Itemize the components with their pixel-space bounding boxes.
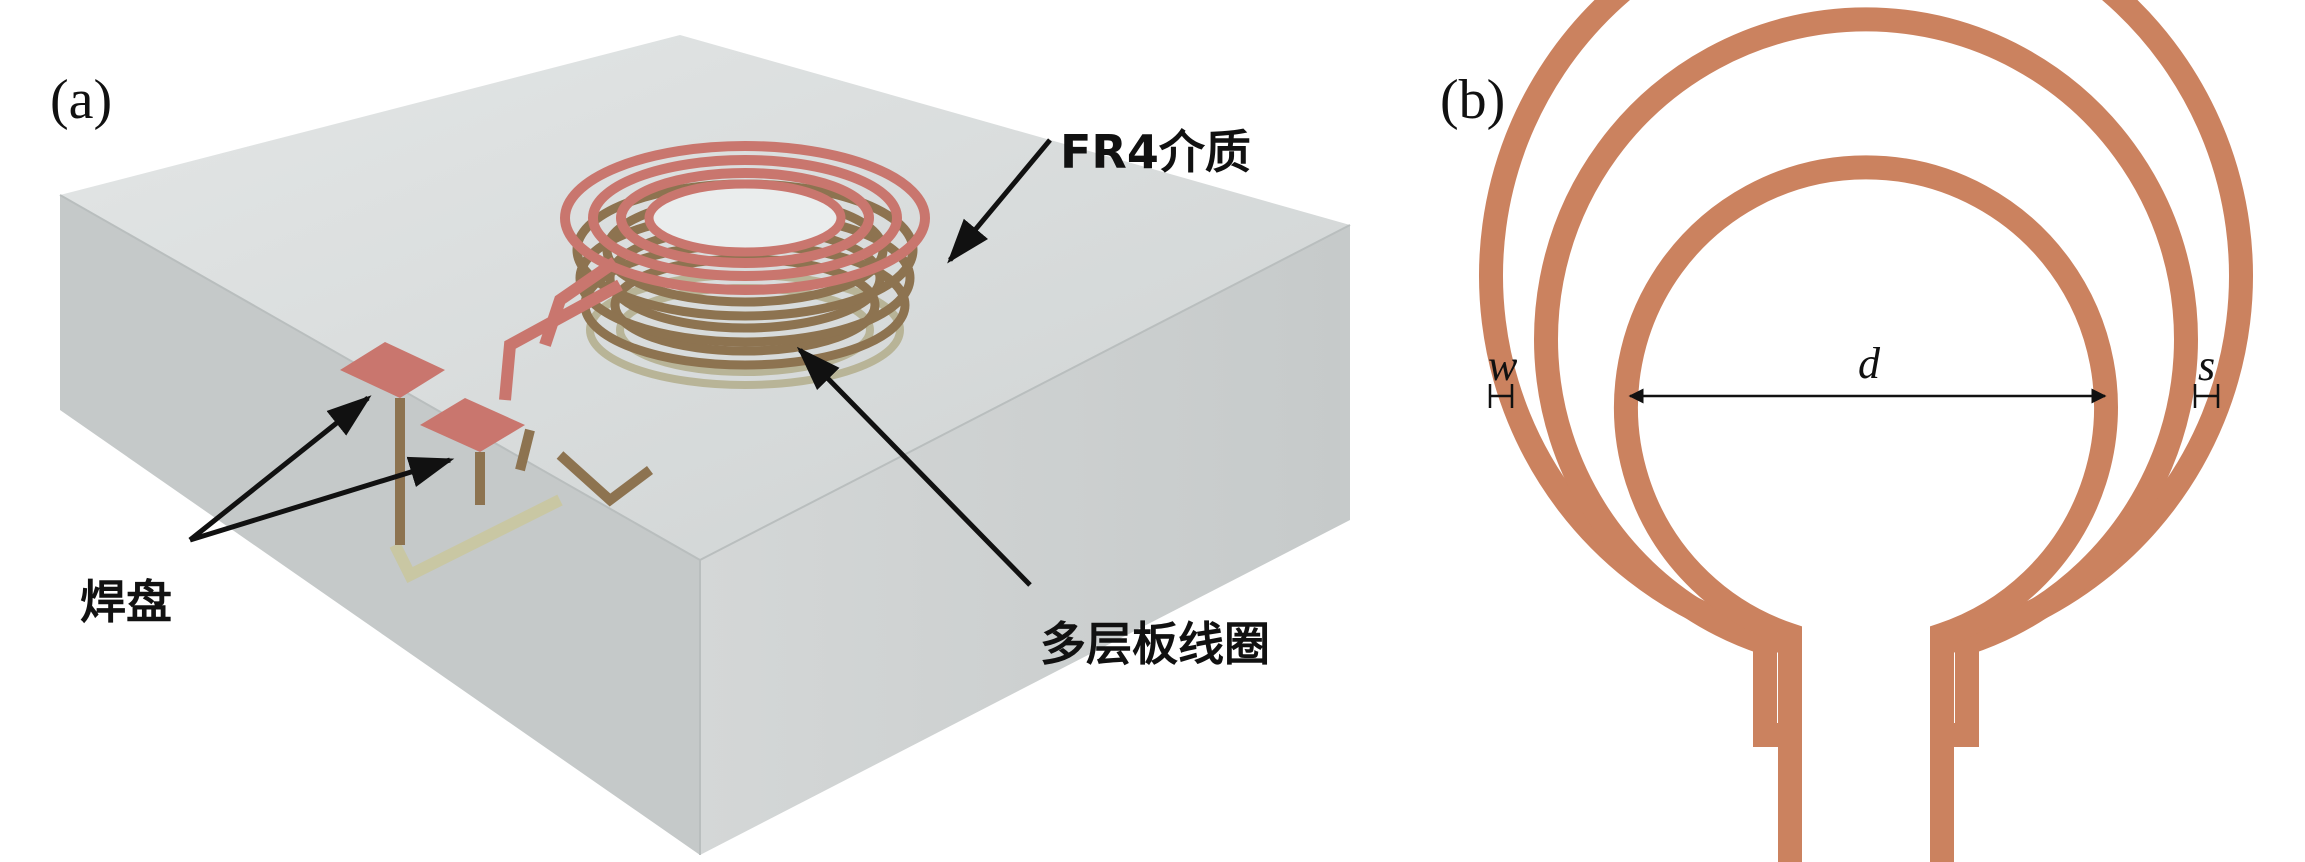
multilayer-coil-label: 多层板线圈 (1040, 617, 1270, 671)
arrow-to-pad-right (189, 456, 455, 543)
substrate-left-face (60, 195, 700, 855)
multilayer-coil (389, 141, 930, 584)
width-symbol: w (1488, 341, 1518, 390)
coil-turn-inner (1614, 155, 2118, 662)
solder-pad-label: 焊盘 (80, 575, 172, 629)
spacing-symbol: s (2198, 341, 2215, 390)
solder-pad-right (420, 398, 525, 452)
panel-a-label: (a) (50, 69, 112, 131)
coil-turn-middle (1534, 7, 2198, 747)
panel-b-label: (b) (1440, 69, 1505, 131)
substrate-right-face (700, 225, 1350, 855)
fr4-substrate-label: FR4介质 (1060, 125, 1251, 179)
coil-turn-outer (1479, 0, 2253, 862)
arrow-to-substrate (947, 138, 1052, 264)
arrow-to-pad-left (188, 395, 372, 542)
solder-pad-left (340, 342, 445, 398)
diameter-symbol: d (1858, 339, 1881, 388)
callout-arrows (188, 138, 1052, 587)
dimension-annotations (1488, 384, 2220, 408)
solder-pads (340, 342, 525, 545)
panel-a: (a) (50, 35, 1351, 855)
arrow-to-coil (796, 346, 1032, 587)
panel-b: (b) w d s (1440, 0, 2253, 862)
coil-layout-drawing (1479, 0, 2253, 862)
